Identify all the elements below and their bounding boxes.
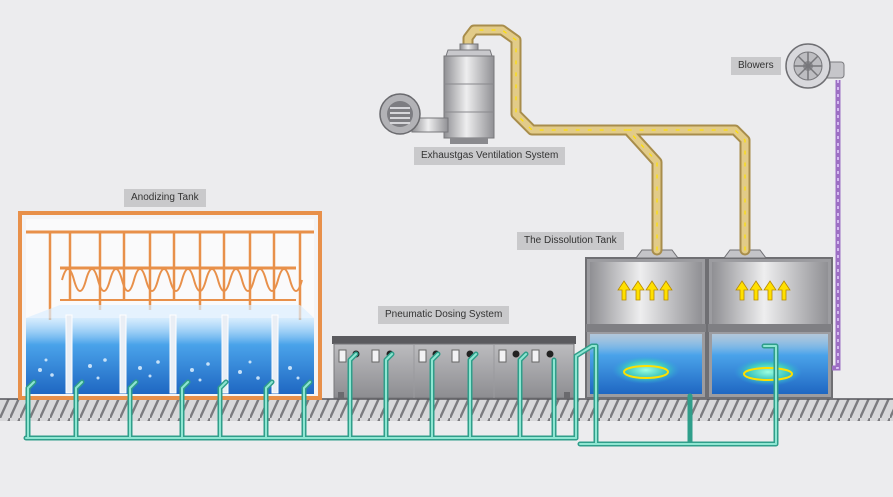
dissolution-tanks <box>585 249 833 399</box>
scrubber-tower <box>443 43 495 144</box>
circulation-piping <box>23 343 779 447</box>
dosing-gauges <box>338 349 540 363</box>
exhaust-fan-icon <box>379 93 449 135</box>
dissolution-tank-label: The Dissolution Tank <box>517 232 624 250</box>
anodizing-tank-label: Anodizing Tank <box>124 189 206 207</box>
cell-dividers <box>65 314 279 394</box>
rack-posts <box>48 232 302 320</box>
centrifugal-blower-icon <box>785 43 845 89</box>
anodizing-tank <box>18 211 322 400</box>
exhaust-duct <box>462 24 751 256</box>
pneumatic-dosing-label: Pneumatic Dosing System <box>378 306 510 324</box>
air-line <box>832 80 841 371</box>
up-arrow-icon <box>617 280 791 301</box>
dissolution-tank-left <box>585 257 707 399</box>
dissolution-tank-right <box>707 257 833 399</box>
exhaust-system-label: Exhaustgas Ventilation System <box>414 147 566 165</box>
ground <box>0 398 893 421</box>
bubbles <box>38 358 300 382</box>
blowers-label: Blowers <box>731 57 781 75</box>
heating-coil <box>61 268 303 292</box>
pneumatic-dosing-system <box>332 336 576 399</box>
